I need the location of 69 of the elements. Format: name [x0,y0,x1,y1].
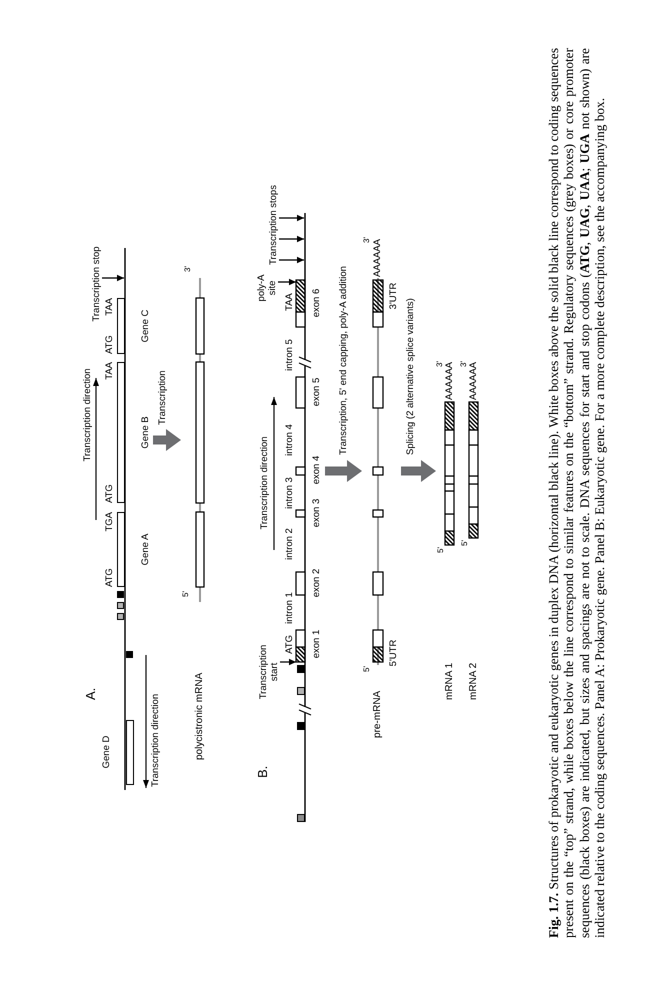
utr-label: 3'UTR [388,282,400,310]
codon-label: TAA [104,298,116,316]
edge-label: Transcription, 5' end capping, poly-A addition [338,266,350,455]
annotation-label: Transcription stops [268,185,279,265]
regulatory-box [297,814,305,822]
intron-label: intron 4 [284,424,296,456]
annotation-label: Transcription stop [91,246,102,322]
edge-label: Splicing (2 alternative splice variants) [405,298,417,455]
codon-label: ATG [104,568,116,587]
codon-label: ATG [104,335,116,354]
arrow [278,278,296,286]
codon-label: TAA [104,362,116,380]
arrow [280,658,296,666]
codon-label: TGA [104,512,116,532]
strand-label: mRNA 1 [444,662,456,700]
regulatory-box [117,613,124,620]
process-arrow [401,460,436,482]
process-arrow [325,460,362,482]
end-label: 5' [436,547,445,553]
end-label: 5' [181,591,190,597]
panel-label: A. [84,688,98,700]
promoter-box [297,665,305,673]
arrow [279,256,304,264]
promoter-box [117,591,124,598]
end-label: 3' [459,361,468,367]
end-label: 3' [435,361,444,367]
polya-tail-label: AAAAAA [444,362,456,400]
exon-label: exon 3 [311,498,323,528]
gene-label: Gene B [140,416,152,449]
end-label: 5' [362,666,371,672]
gene-label: Gene C [140,310,152,342]
exon-label: exon 6 [311,288,323,318]
promoter-box [297,722,305,730]
exon-label: exon 4 [311,456,323,484]
annotation-label: Transcription start [258,644,280,702]
promoter-box [126,651,133,658]
codon-label: TAA [284,293,296,311]
polya-tail-label: AAAAAA [372,238,384,277]
exon-label: exon 5 [311,378,323,406]
intron-label: intron 3 [284,477,296,509]
direction-label: Transcription direction [259,436,271,530]
intron-label: intron 5 [284,339,296,371]
regulatory-box [117,602,124,609]
regulatory-box [297,687,305,695]
intron-label: intron 2 [284,528,296,560]
end-label: 3' [183,266,192,272]
strand-label: polycistronic mRNA [194,672,206,760]
end-label: 5' [460,540,469,546]
arrow [279,236,304,242]
direction-label: Transcription direction [150,694,162,787]
annotation-label: poly-A site [256,274,278,304]
exon-label: exon 1 [311,630,323,658]
exon-label: exon 2 [311,568,323,598]
end-label: 3' [362,237,371,243]
gene-label: Gene A [140,534,152,566]
polya-tail-label: AAAAAA [468,362,480,400]
arrow [279,214,304,222]
direction-label: Transcription direction [82,368,94,462]
codon-label: ATG [284,635,296,654]
intron-label: intron 1 [284,592,296,624]
edge-label: Transcription [157,370,169,425]
utr-label: 5'UTR [388,640,400,666]
gene-label: Gene D [101,736,113,768]
codon-label: ATG [104,484,116,503]
strand-label: pre-mRNA [372,690,384,738]
strand-label: mRNA 2 [468,662,480,700]
process-arrow [153,429,181,451]
panel-label: B. [256,766,270,778]
arrow [102,274,124,282]
